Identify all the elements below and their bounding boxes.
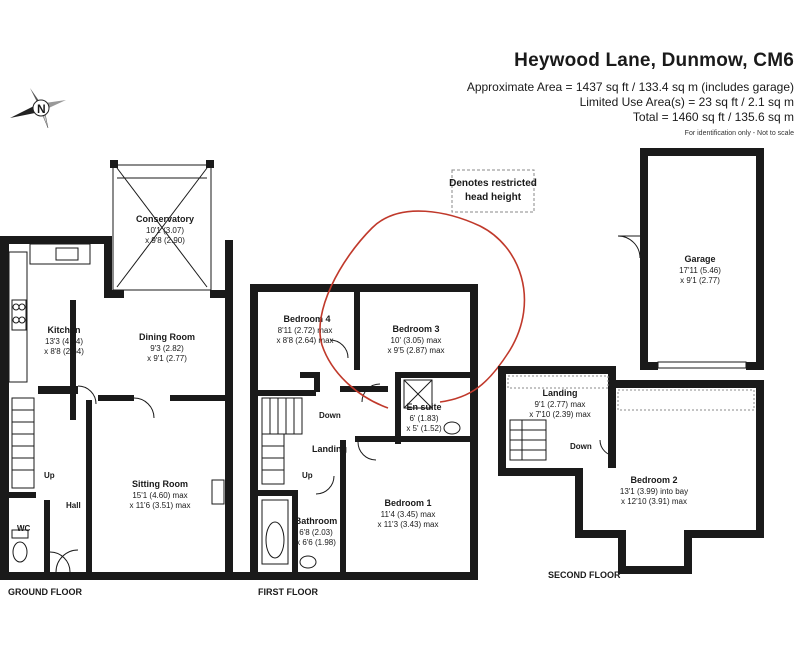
bedroom3-dim2: x 9'5 (2.87) max (387, 346, 444, 355)
bedroom4-dim1: 8'11 (2.72) max (278, 326, 333, 335)
garage-label: Garage (684, 254, 715, 264)
ensuite-dim2: x 5' (1.52) (406, 424, 442, 433)
property-address-title: Heywood Lane, Dunmow, CM6 (514, 50, 794, 71)
bedroom2-dim1: 13'1 (3.99) into bay (620, 487, 688, 496)
garage-plan: Garage 17'11 (5.46) x 9'1 (2.77) (617, 148, 764, 370)
second-down-label: Down (570, 442, 592, 451)
bathroom-label: Bathroom (295, 516, 338, 526)
dining-room-dim1: 9'3 (2.82) (150, 344, 184, 353)
bathroom-dim1: 6'8 (2.03) (299, 528, 333, 537)
first-landing-label: Landing (312, 444, 347, 454)
second-landing-dim1: 9'1 (2.77) max (535, 400, 586, 409)
compass-icon: N (10, 88, 66, 129)
bathroom-dim2: x 6'6 (1.98) (296, 538, 336, 547)
legend-line2: head height (465, 192, 522, 203)
first-floor-label: FIRST FLOOR (258, 587, 318, 597)
sitting-room-dim2: x 11'6 (3.51) max (130, 501, 191, 510)
second-floor-label: SECOND FLOOR (548, 570, 621, 580)
bedroom1-label: Bedroom 1 (384, 498, 431, 508)
garage-dim1: 17'11 (5.46) (679, 266, 721, 275)
second-landing-label: Landing (543, 388, 578, 398)
second-floor-plan: Landing 9'1 (2.77) max x 7'10 (2.39) max… (498, 366, 764, 580)
bedroom4-label: Bedroom 4 (283, 314, 330, 324)
ground-floor-label: GROUND FLOOR (8, 587, 82, 597)
conservatory-label: Conservatory (136, 214, 194, 224)
ensuite-dim1: 6' (1.83) (409, 414, 438, 423)
legend-restricted: Denotes restricted head height (449, 169, 537, 213)
bedroom1-dim1: 11'4 (3.45) max (381, 510, 436, 519)
garage-dim2: x 9'1 (2.77) (680, 276, 720, 285)
first-up-label: Up (302, 471, 313, 480)
wc-label: WC (17, 524, 31, 533)
second-landing-dim2: x 7'10 (2.39) max (529, 410, 591, 419)
sitting-room-label: Sitting Room (132, 479, 188, 489)
bedroom4-dim2: x 8'8 (2.64) max (276, 336, 333, 345)
bedroom2-dim2: x 12'10 (3.91) max (621, 497, 687, 506)
ground-floor-plan: Conservatory 10'1 (3.07) x 9'8 (2.90) Ki… (0, 160, 250, 597)
ground-up-label: Up (44, 471, 55, 480)
total-area-text: Total = 1460 sq ft / 135.6 sq m (632, 110, 794, 124)
dining-room-dim2: x 9'1 (2.77) (147, 354, 187, 363)
sitting-room-dim1: 15'1 (4.60) max (132, 491, 187, 500)
bedroom3-label: Bedroom 3 (392, 324, 439, 334)
bedroom2-label: Bedroom 2 (630, 475, 677, 485)
bedroom3-dim1: 10' (3.05) max (391, 336, 442, 345)
identification-note: For identification only - Not to scale (684, 130, 794, 137)
bedroom1-dim2: x 11'3 (3.43) max (378, 520, 439, 529)
kitchen-label: Kitchen (47, 325, 80, 335)
hall-label: Hall (66, 501, 81, 510)
compass-letter: N (37, 102, 46, 116)
conservatory-dim1: 10'1 (3.07) (146, 226, 184, 235)
red-annotation-loop (319, 210, 526, 409)
approx-area-text: Approximate Area = 1437 sq ft / 133.4 sq… (466, 80, 794, 94)
first-down-label: Down (319, 411, 341, 420)
first-floor-plan: Bedroom 4 8'11 (2.72) max x 8'8 (2.64) m… (250, 210, 526, 597)
dining-room-label: Dining Room (139, 332, 195, 342)
legend-line1: Denotes restricted (449, 178, 537, 189)
ensuite-label: En suite (406, 402, 441, 412)
limited-use-area-text: Limited Use Area(s) = 23 sq ft / 2.1 sq … (579, 95, 794, 109)
kitchen-dim1: 13'3 (4.04) (45, 337, 83, 346)
kitchen-dim2: x 8'8 (2.64) (44, 347, 84, 356)
conservatory-dim2: x 9'8 (2.90) (145, 236, 185, 245)
